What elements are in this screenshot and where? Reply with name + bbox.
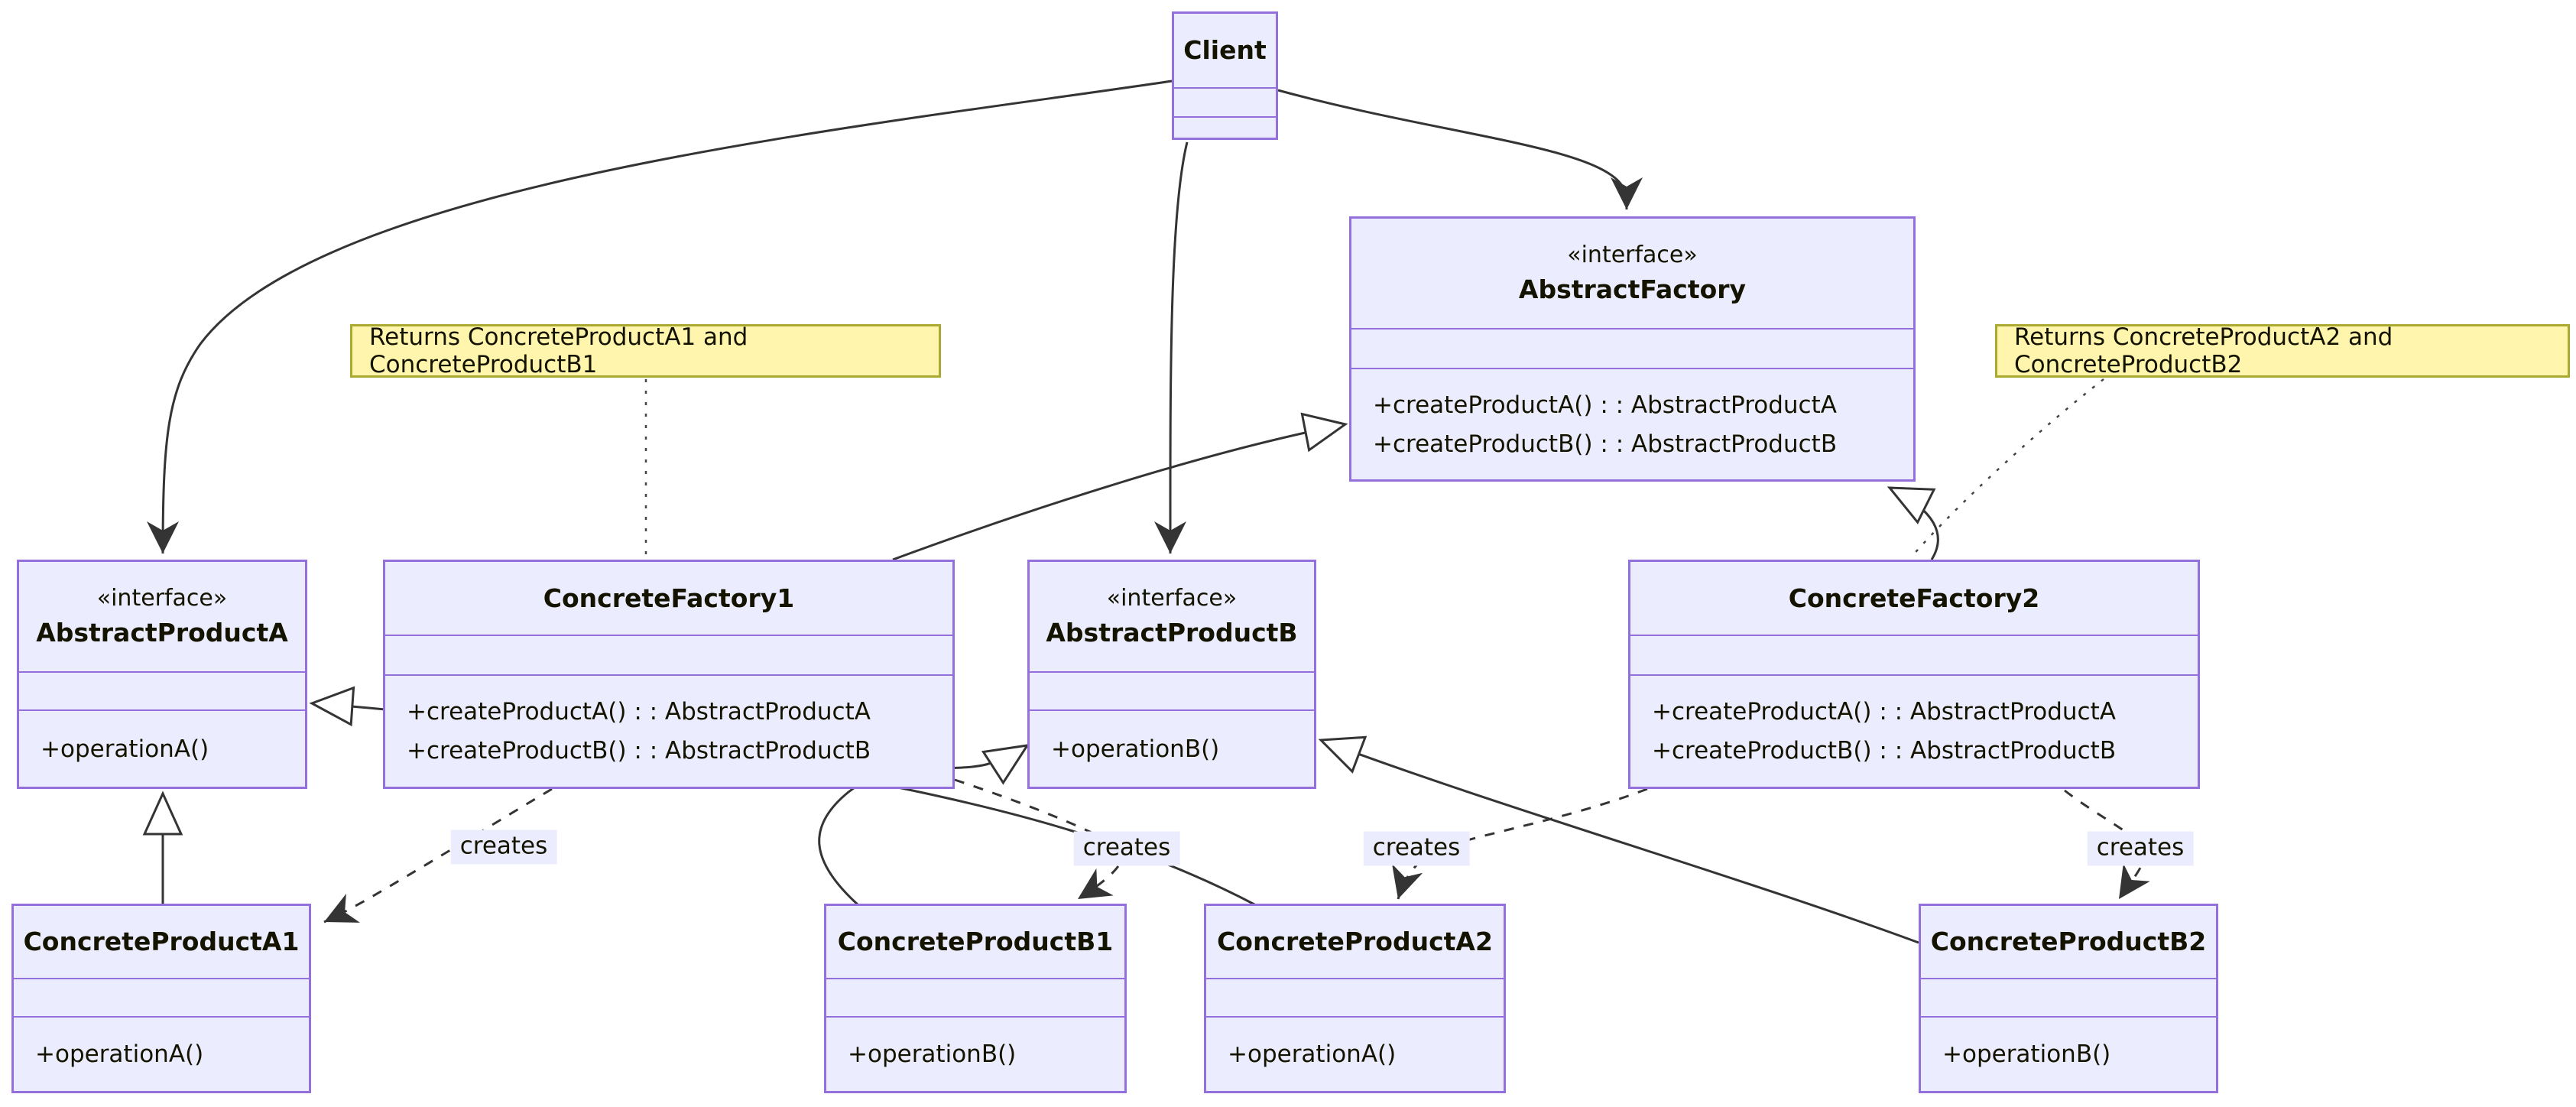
edge-concretefactory2-creates-concreteproductb2 bbox=[2064, 789, 2150, 900]
edge-concretefactory2-implements-abstractfactory bbox=[1887, 486, 1939, 560]
edge-client-to-abstractfactory bbox=[1277, 89, 1643, 210]
edge-concretefactory1-implements-abstractfactory bbox=[892, 412, 1348, 561]
edge-concreteproductb2-implements-abstractproductb bbox=[1318, 735, 1919, 944]
edge-note2-to-concretefactory2 bbox=[1910, 378, 2104, 558]
edge-client-to-abstractproductb bbox=[1153, 141, 1189, 554]
edge-concreteproductb1-implements-abstractproductb bbox=[818, 744, 1030, 907]
edge-client-to-abstractproducta bbox=[147, 80, 1173, 554]
edge-concretefactory1-creates-concreteproducta1 bbox=[323, 787, 553, 924]
edge-concretefactory2-creates-concreteproducta2 bbox=[1391, 787, 1648, 900]
edge-concreteproducta2-implements-abstractproducta bbox=[309, 686, 1257, 907]
